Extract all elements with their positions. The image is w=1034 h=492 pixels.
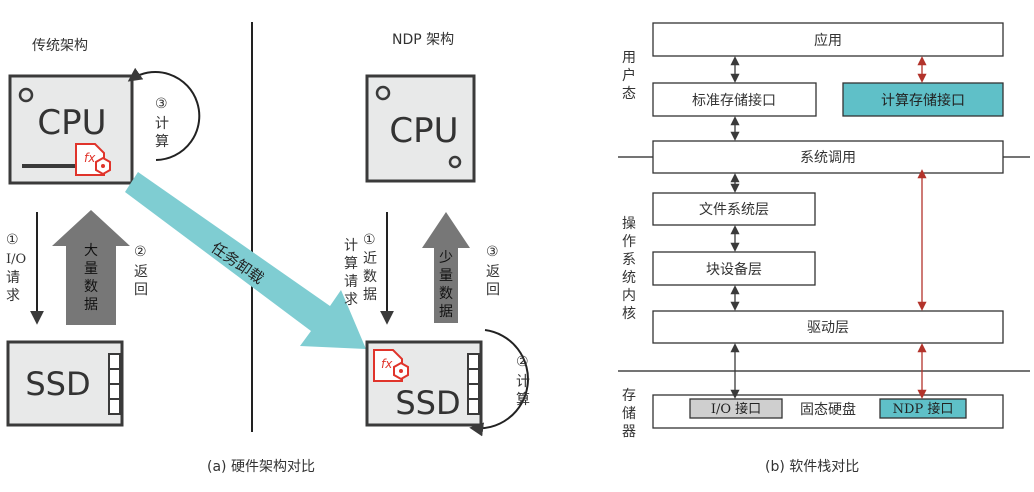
cpu-chip-icon: CPU	[8, 74, 134, 185]
ndp-cpu-label: CPU	[389, 111, 458, 151]
big-data-char-1: 量	[84, 261, 98, 277]
kernel-label-0: 操	[622, 216, 636, 232]
block-label: 块设备层	[706, 261, 762, 278]
small-data-char-0: 少	[439, 250, 453, 266]
ssd-stack-label: 固态硬盘	[800, 401, 856, 418]
cpu-label: CPU	[37, 103, 106, 143]
ndp-req-c2-0: 近	[363, 251, 377, 267]
app-box	[652, 22, 1004, 57]
compute-num: ③	[155, 96, 168, 112]
return-num: ②	[134, 244, 147, 260]
user-label-2: 态	[622, 86, 636, 102]
comp-interface-box	[842, 82, 1004, 117]
ndp-cpu-chip-icon: CPU	[365, 74, 476, 183]
hardware-comparison-panel: 传统架构 NDP 架构 CPU fx ③ 计 算 ① I/O 请 求	[6, 22, 530, 475]
ndp-req-c1-1: 算	[344, 256, 358, 272]
small-data-char-2: 数	[439, 286, 453, 302]
big-data-arrow	[52, 210, 130, 325]
small-data-arrow	[422, 212, 470, 323]
big-data-char-3: 据	[84, 297, 98, 313]
ndp-cycle-arrow-icon	[469, 329, 529, 437]
small-data-char-1: 量	[439, 268, 453, 284]
fs-label: 文件系统层	[699, 202, 769, 218]
ssd-label: SSD	[25, 365, 90, 403]
user-label-0: 用	[622, 50, 636, 66]
software-stack-panel: 用 户 态 操 作 系 统 内 核 存 储 器 应用 标准存储接口 计算存储接口…	[618, 22, 1030, 475]
std-interface-box	[652, 82, 817, 117]
syscall-label: 系统调用	[800, 150, 856, 166]
kernel-label-4: 内	[622, 288, 636, 304]
big-data-char-0: 大	[84, 243, 98, 259]
std-interface-label: 标准存储接口	[692, 92, 776, 109]
app-label: 应用	[814, 32, 842, 49]
io-text: I/O	[6, 252, 26, 267]
block-box	[652, 251, 816, 286]
kernel-label-3: 统	[622, 270, 636, 286]
driver-label: 驱动层	[807, 320, 849, 336]
ndp-req-num: ①	[363, 232, 376, 248]
fx-text: fx	[84, 151, 96, 165]
fs-box	[652, 192, 816, 226]
ndp-req-c1-3: 求	[344, 292, 358, 308]
small-data-char-3: 据	[439, 304, 453, 320]
ndp-fx-function-icon: fx	[373, 349, 409, 382]
storage-label-0: 存	[622, 388, 636, 404]
storage-label-1: 储	[622, 406, 636, 422]
ssd-drive-icon: SSD	[6, 340, 124, 427]
caption-a: (a) 硬件架构对比	[207, 459, 315, 475]
kernel-label-5: 核	[622, 306, 636, 322]
ndp-req-c1-2: 请	[344, 274, 358, 290]
ndp-return-char-0: 返	[486, 264, 500, 280]
caption-b: (b) 软件栈对比	[765, 459, 859, 475]
ndp-compute-num: ②	[516, 354, 529, 370]
io-interface-box	[689, 398, 783, 419]
fx-function-icon: fx	[75, 143, 111, 176]
io-char-0: 请	[6, 270, 20, 286]
cycle-arrow-icon	[127, 67, 201, 161]
comp-interface-label: 计算存储接口	[881, 92, 965, 109]
ndp-interface-box	[879, 398, 967, 419]
io-interface-label: I/O 接口	[711, 401, 761, 417]
storage-label-2: 器	[622, 424, 636, 440]
user-label-1: 户	[622, 67, 636, 84]
return-char-0: 返	[134, 264, 148, 280]
io-char-1: 求	[6, 288, 20, 304]
traditional-title: 传统架构	[32, 38, 88, 54]
big-data-char-2: 数	[84, 279, 98, 295]
return-char-1: 回	[134, 282, 148, 298]
kernel-label-2: 系	[622, 252, 636, 268]
ndp-interface-label: NDP 接口	[893, 401, 954, 417]
ndp-fx-text: fx	[381, 357, 393, 371]
syscall-box	[652, 140, 1004, 174]
kernel-label-1: 作	[622, 234, 636, 250]
io-num: ①	[6, 232, 19, 248]
task-offload-arrow	[125, 172, 366, 349]
compute-char-1: 算	[155, 134, 169, 150]
ndp-req-c1-0: 计	[344, 238, 358, 254]
ndp-ssd-label: SSD	[395, 384, 460, 422]
ndp-compute-char-1: 算	[516, 392, 530, 408]
ndp-req-c2-1: 数	[363, 269, 377, 285]
driver-box	[652, 310, 1004, 344]
ndp-return-char-1: 回	[486, 282, 500, 298]
ndp-req-c2-2: 据	[363, 287, 377, 303]
compute-char-0: 计	[155, 116, 169, 132]
ndp-title: NDP 架构	[392, 32, 454, 48]
ndp-return-num: ③	[486, 244, 499, 260]
ndp-compute-char-0: 计	[516, 374, 530, 390]
